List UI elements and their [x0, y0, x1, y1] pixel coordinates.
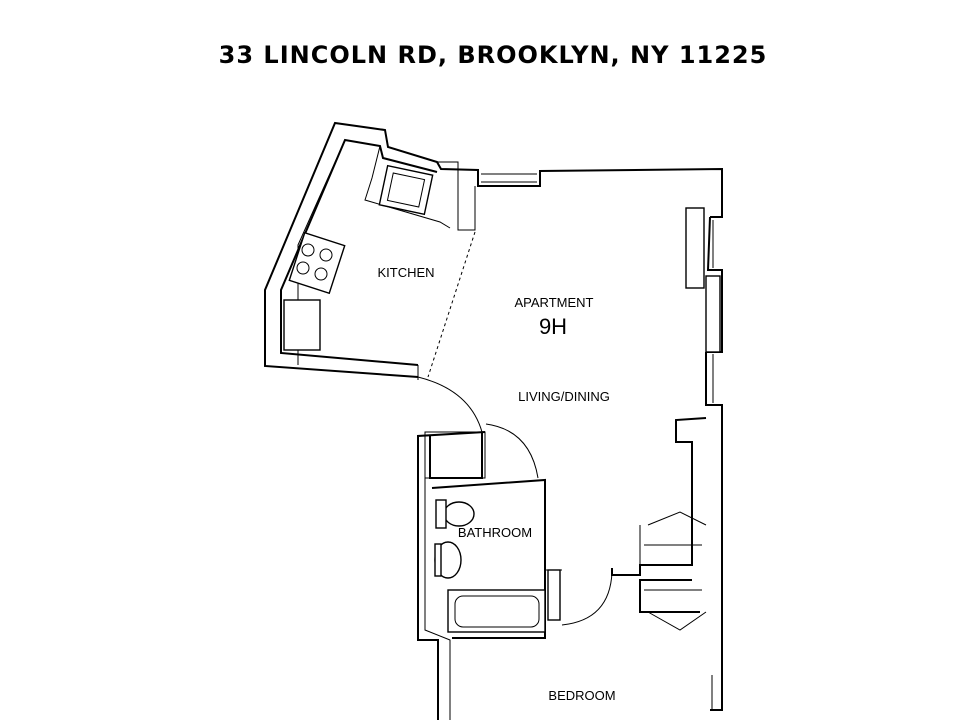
- bathroom-fixtures: [434, 499, 546, 633]
- toilet-icon: [435, 499, 475, 529]
- kitchen-fixtures: [283, 139, 451, 365]
- stove-icon: [288, 231, 346, 295]
- bathroom-door-swing: [485, 423, 539, 479]
- kitchen-door-swing: [417, 376, 483, 433]
- address-title: 33 LINCOLN RD, BROOKLYN, NY 11225: [219, 41, 768, 69]
- unit-number: 9H: [539, 314, 567, 339]
- bathtub-icon: [447, 589, 546, 633]
- living-dining-label: LIVING/DINING: [518, 389, 610, 404]
- kitchen-boundary: [427, 231, 476, 378]
- closet-bathroom-walls: [417, 431, 562, 720]
- sink-icon: [434, 541, 462, 579]
- bedroom-label: BEDROOM: [548, 688, 615, 703]
- right-closets: [611, 417, 707, 631]
- right-exterior-wall: [685, 207, 723, 711]
- bedroom-door-swing: [561, 571, 613, 626]
- kitchen-label: KITCHEN: [377, 265, 434, 280]
- apartment-label: APARTMENT: [515, 295, 594, 310]
- bathroom-label: BATHROOM: [458, 525, 532, 540]
